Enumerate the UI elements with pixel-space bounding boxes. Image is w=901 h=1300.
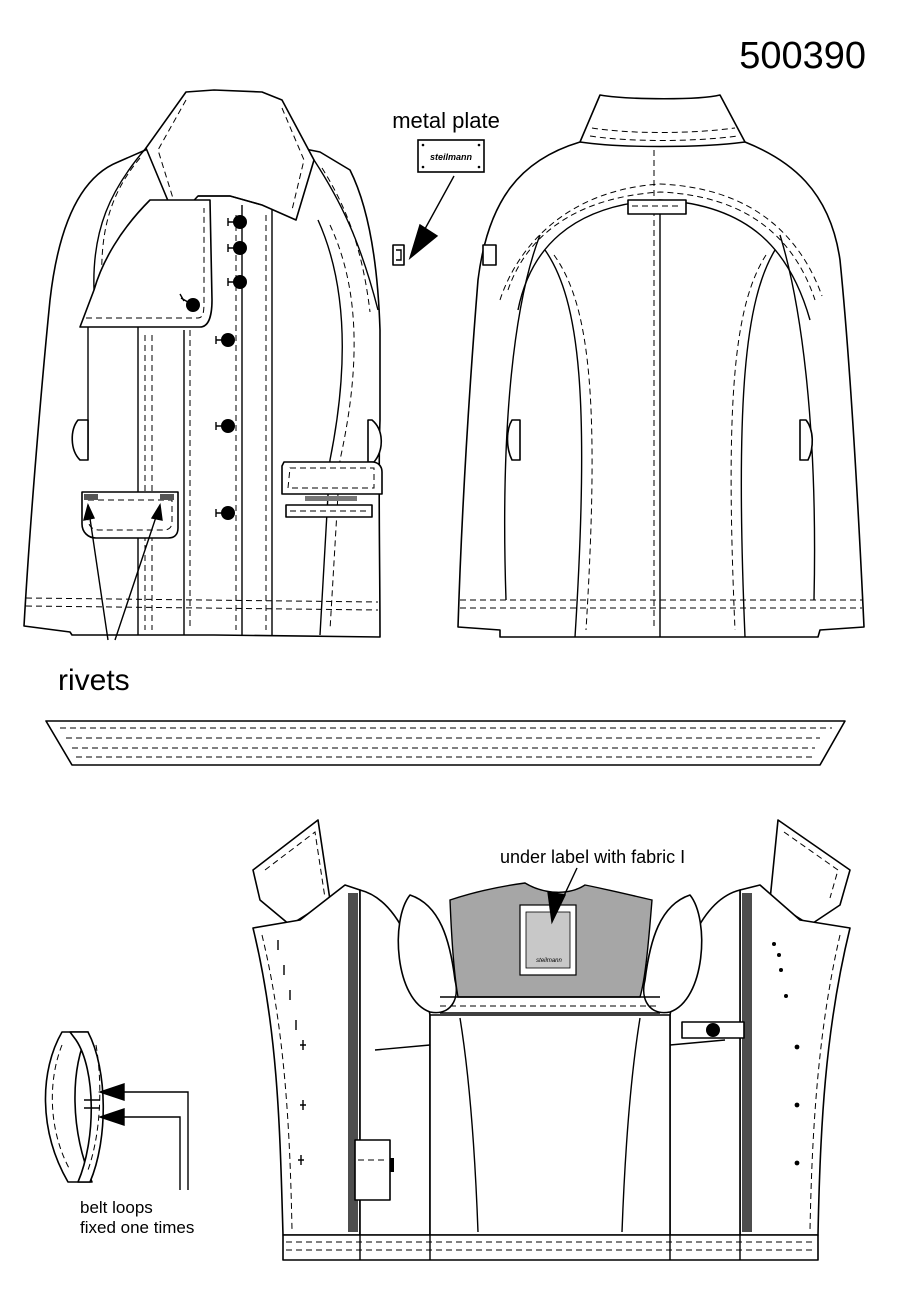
belt-loops-detail: belt loops fixed one times: [44, 1031, 194, 1237]
metal-plate-label: metal plate: [392, 108, 500, 133]
under-label-callout: under label with fabric I: [500, 847, 685, 925]
jacket-front-view: [23, 89, 405, 638]
belt-loops-label-2: fixed one times: [80, 1218, 194, 1237]
metal-plate-callout: metal plate steilmann: [392, 108, 500, 260]
jacket-back-view: [457, 94, 865, 638]
rivets-label: rivets: [58, 664, 130, 697]
storm-flap: [79, 199, 213, 328]
rivet: [84, 494, 98, 500]
inside-left-front: [252, 884, 361, 1236]
inside-right-front: [739, 884, 851, 1236]
belt-loops-label-1: belt loops: [80, 1198, 153, 1217]
back-body-outline: [457, 94, 865, 638]
metal-plate-brand: steilmann: [430, 152, 473, 162]
article-number: 500390: [739, 35, 866, 77]
rivet: [160, 494, 174, 500]
belt-loop-drawing: [44, 1031, 93, 1183]
metal-plate-badge: [417, 139, 485, 173]
under-label-text: under label with fabric I: [500, 847, 685, 867]
rivets-callout: rivets: [58, 502, 163, 697]
jacket-inside-view: steilmann: [252, 819, 851, 1261]
belt: [45, 720, 846, 766]
under-label-brand: steilmann: [536, 958, 562, 964]
right-flap-pocket: [281, 461, 383, 518]
front-buttons: [179, 215, 247, 520]
left-patch-pocket: [81, 491, 179, 539]
